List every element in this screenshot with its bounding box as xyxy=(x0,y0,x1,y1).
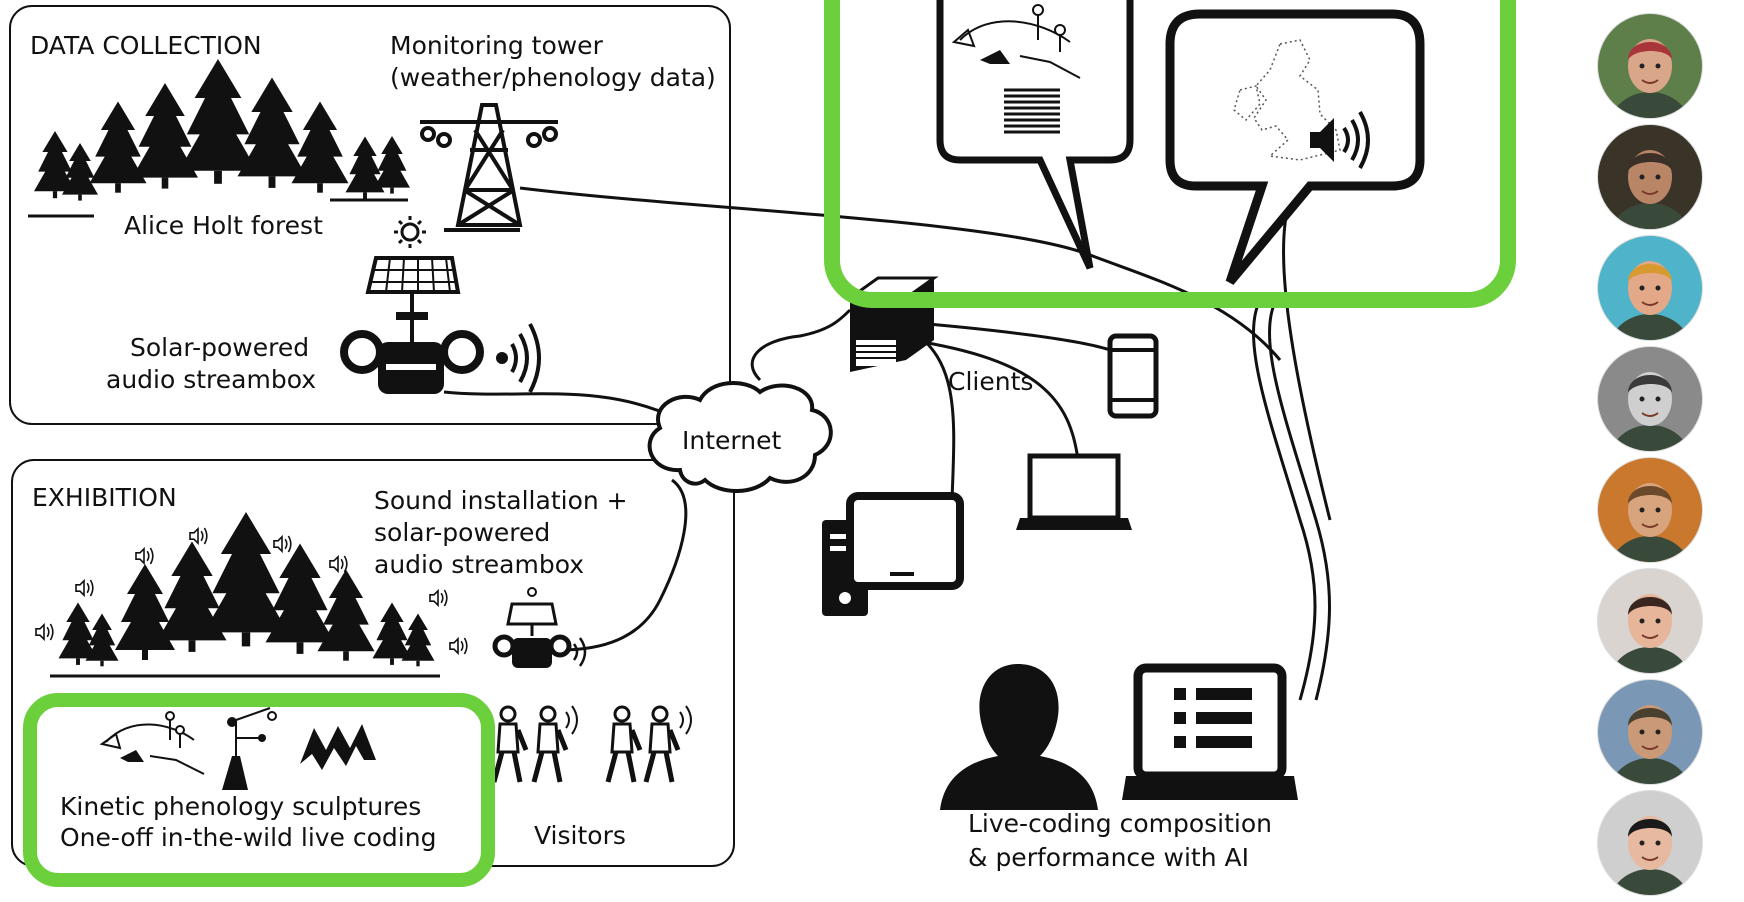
data-collection-panel xyxy=(9,5,731,425)
avatar xyxy=(1598,569,1702,673)
tower-label-line1: Monitoring tower xyxy=(390,31,604,60)
broadcast-icon xyxy=(496,323,541,393)
sculptures-label-line1: Kinetic phenology sculptures xyxy=(60,792,421,821)
wave-sculpture-icon xyxy=(300,724,376,770)
installation-label-line1: Sound installation + xyxy=(374,486,628,515)
exhibition-streambox-icon xyxy=(492,587,587,668)
avatar xyxy=(1598,14,1702,118)
desktop-computer-icon xyxy=(822,492,964,616)
performance-laptop-icon xyxy=(1122,663,1298,800)
phone-icon xyxy=(1107,333,1159,419)
visitors-label: Visitors xyxy=(534,821,626,850)
monitoring-tower-icon xyxy=(420,103,558,232)
streambox-label-line1: Solar-powered xyxy=(130,333,309,362)
speaker-icon xyxy=(1310,111,1370,169)
participants-column xyxy=(1598,14,1706,902)
connection-lines xyxy=(443,186,1332,701)
avatar xyxy=(1598,791,1702,895)
speech-bubble-map xyxy=(1165,9,1425,285)
installation-label-line2: solar-powered xyxy=(374,518,550,547)
laptop-icon xyxy=(1016,453,1132,530)
data-collection-heading: DATA COLLECTION xyxy=(30,31,262,60)
highlight-sculptures-box xyxy=(23,693,495,887)
exhibition-forest-icon xyxy=(50,512,440,678)
internet-cloud-icon: Internet xyxy=(647,380,833,493)
avatar xyxy=(1598,125,1702,229)
speech-bubble-score xyxy=(936,0,1134,270)
mobile-sculpture-icon xyxy=(222,707,277,790)
sculptures-label-line2: One-off in-the-wild live coding xyxy=(60,823,436,852)
forest-label: Alice Holt forest xyxy=(124,211,323,240)
streambox-label-line2: audio streambox xyxy=(106,365,316,394)
avatar xyxy=(1598,680,1702,784)
visitors-icon xyxy=(494,706,692,782)
performance-label-line2: & performance with AI xyxy=(968,843,1249,872)
uk-map-icon xyxy=(1233,39,1341,161)
exhibition-heading: EXHIBITION xyxy=(32,483,177,512)
installation-label-line3: audio streambox xyxy=(374,550,584,579)
internet-label: Internet xyxy=(682,426,781,455)
clients-label: Clients xyxy=(948,367,1033,396)
audio-streambox-icon xyxy=(340,320,484,394)
forest-icon xyxy=(28,59,410,218)
avatar xyxy=(1598,458,1702,562)
performance-label-line1: Live-coding composition xyxy=(968,809,1272,838)
avatar xyxy=(1598,347,1702,451)
solar-panel-icon xyxy=(365,216,461,320)
highlight-top-panel xyxy=(824,0,1516,308)
performer-silhouette-icon xyxy=(940,664,1098,810)
kinetic-sculpture-icon xyxy=(99,711,205,775)
tower-label-line2: (weather/phenology data) xyxy=(390,63,716,92)
avatar xyxy=(1598,236,1702,340)
